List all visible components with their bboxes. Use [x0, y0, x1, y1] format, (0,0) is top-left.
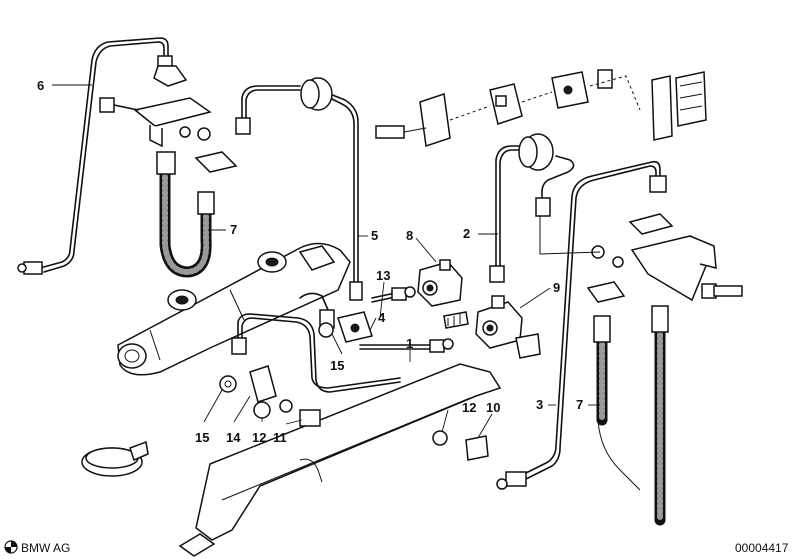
brand-label: BMW AG [21, 541, 70, 555]
document-number: 00004417 [735, 541, 789, 555]
callout-15-upper: 15 [330, 358, 344, 373]
bmw-logo-icon [4, 540, 18, 554]
callout-8: 8 [406, 228, 413, 243]
callout-13: 13 [376, 268, 390, 283]
callout-7-left: 7 [230, 222, 237, 237]
brake-pipe-5 [235, 77, 363, 301]
callout-4: 4 [378, 310, 386, 325]
hose-7-left [156, 151, 215, 278]
callout-10: 10 [486, 400, 500, 415]
callout-9: 9 [553, 280, 560, 295]
hose-7-right [593, 305, 669, 526]
brake-pipe-2 [489, 133, 575, 283]
protective-shield [178, 363, 502, 557]
callout-5: 5 [371, 228, 378, 243]
callout-3: 3 [536, 397, 543, 412]
brake-pipes-4-13-15 [231, 286, 454, 393]
hose-clamp [81, 440, 149, 477]
leader-lines [52, 84, 600, 439]
left-hose-bracket [99, 65, 238, 173]
callout-2: 2 [463, 226, 470, 241]
callout-6: 6 [37, 78, 44, 93]
callout-7-right: 7 [576, 397, 583, 412]
callout-12-left: 12 [252, 430, 266, 445]
callout-1: 1 [406, 336, 413, 351]
callout-14: 14 [226, 430, 241, 445]
callout-15-lower: 15 [195, 430, 209, 445]
callout-11: 11 [273, 430, 287, 445]
callout-12-right: 12 [462, 400, 476, 415]
distributor-8 [417, 259, 463, 307]
brake-pipe-3 [496, 160, 667, 490]
right-hose-bracket [539, 213, 743, 303]
brake-pipe-6 [17, 37, 173, 275]
banjo-fitting-14 [219, 365, 489, 461]
distributor-9 [443, 295, 541, 359]
pipe-clips-top-right [375, 69, 707, 147]
master-cylinder [117, 242, 351, 376]
